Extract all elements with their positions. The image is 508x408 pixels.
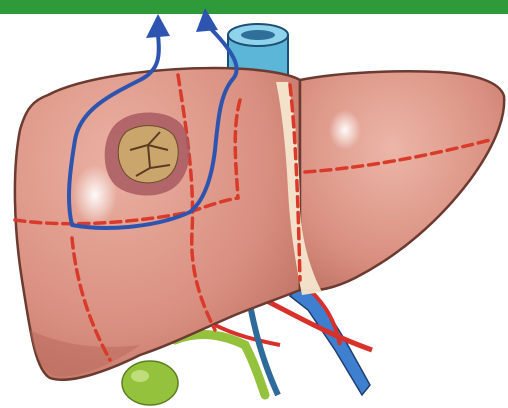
portal-vein <box>290 285 370 395</box>
tumor <box>105 113 190 196</box>
banner-bar <box>0 0 508 14</box>
liver-left-lobe <box>300 71 504 290</box>
upward-arrow-icon <box>146 14 170 38</box>
liver-shine-right <box>329 110 361 150</box>
gallbladder-highlight <box>131 370 149 382</box>
gallbladder-duct <box>175 335 265 395</box>
gallbladder <box>122 361 178 405</box>
